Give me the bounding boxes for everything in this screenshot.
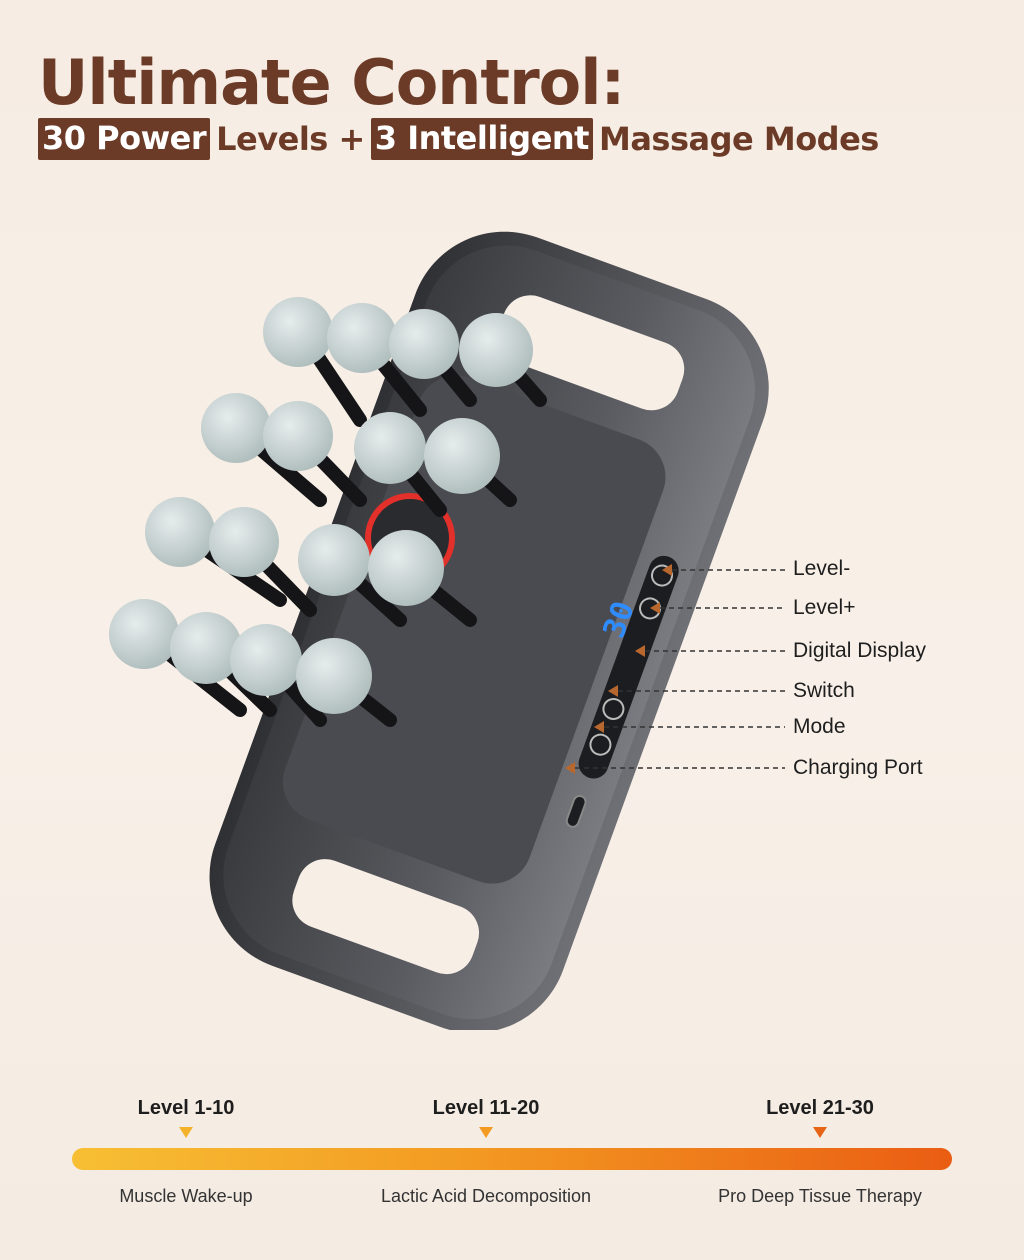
subtitle-highlight-modes: 3 Intelligent xyxy=(370,118,593,160)
bottom-handle-opening xyxy=(292,859,480,975)
page-title: Ultimate Control: xyxy=(38,46,625,119)
level-range-11-20: Level 11-20 xyxy=(432,1097,540,1119)
top-handle-opening xyxy=(497,295,685,411)
subtitle-text-levels: Levels + xyxy=(216,120,365,158)
callout-switch: Switch xyxy=(793,679,855,702)
level-desc-3: Pro Deep Tissue Therapy xyxy=(718,1186,922,1206)
intensity-gradient-bar xyxy=(72,1148,952,1170)
massage-balls xyxy=(109,297,533,714)
callout-charging-port: Charging Port xyxy=(793,756,923,779)
callout-mode: Mode xyxy=(793,715,846,738)
callout-digital-display: Digital Display xyxy=(793,639,927,662)
level-marker-1 xyxy=(179,1127,193,1138)
level-range-1-10: Level 1-10 xyxy=(137,1097,235,1119)
subtitle-highlight-power: 30 Power xyxy=(38,118,211,160)
subtitle: 30 Power Levels + 3 Intelligent Massage … xyxy=(38,118,879,160)
level-marker-2 xyxy=(479,1127,493,1138)
subtitle-text-massage-modes: Massage Modes xyxy=(598,120,879,158)
callout-level-minus: Level- xyxy=(793,557,851,580)
level-marker-3 xyxy=(813,1127,827,1138)
level-desc-1: Muscle Wake-up xyxy=(119,1186,253,1206)
massager-device-illustration: 30 xyxy=(109,231,785,1030)
level-desc-2: Lactic Acid Decomposition xyxy=(380,1186,592,1206)
callout-level-plus: Level+ xyxy=(793,596,856,619)
level-range-21-30: Level 21-30 xyxy=(766,1097,874,1119)
